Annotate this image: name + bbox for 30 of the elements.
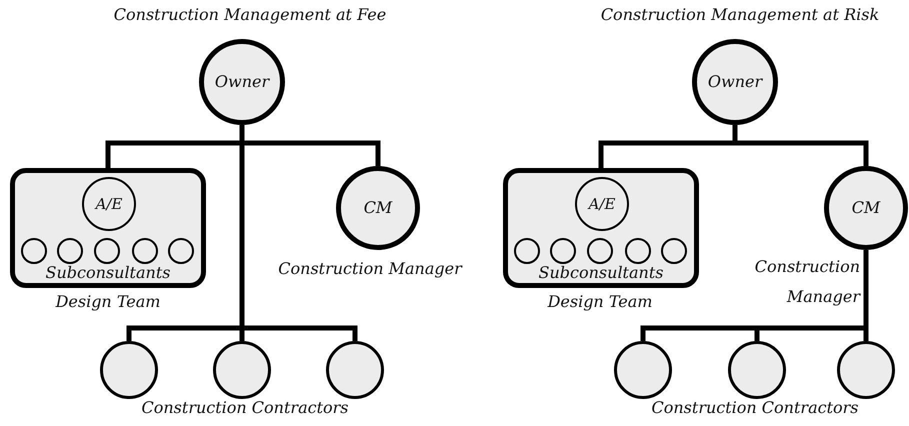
architect-engineer-circle — [575, 177, 629, 231]
design-team-box — [503, 168, 699, 288]
node-label: Owner — [708, 74, 762, 90]
diagram-heading: Construction Management at Fee — [112, 5, 388, 24]
node-label: Owner — [214, 74, 270, 90]
node-label: CM — [852, 200, 880, 216]
node-label: Subconsultants — [46, 265, 170, 281]
node-label: A/E — [588, 196, 616, 212]
node-caption: Design Team — [546, 292, 654, 311]
subconsultant-circle — [587, 238, 613, 264]
subconsultant-circle — [550, 238, 576, 264]
node-label: Subconsultants — [538, 265, 664, 281]
subconsultant-circle — [21, 238, 47, 264]
subconsultant-circle — [661, 238, 687, 264]
group-caption: Construction Contractors — [140, 398, 350, 417]
subconsultant-circle — [132, 238, 158, 264]
design-team-box — [10, 168, 206, 288]
node-caption: Design Team — [54, 292, 162, 311]
node-caption: Construction Manager — [754, 256, 860, 308]
architect-engineer-circle — [82, 177, 136, 231]
node-label: A/E — [96, 196, 122, 212]
subconsultant-circle — [514, 238, 540, 264]
group-caption: Construction Contractors — [650, 398, 860, 417]
node-label: CM — [364, 200, 392, 216]
subconsultant-circle — [94, 238, 120, 264]
node-caption: Construction Manager — [277, 259, 464, 278]
subconsultant-circle — [625, 238, 651, 264]
subconsultant-circle — [57, 238, 83, 264]
diagram-heading: Construction Management at Risk — [600, 5, 880, 24]
subconsultant-circle — [168, 238, 194, 264]
